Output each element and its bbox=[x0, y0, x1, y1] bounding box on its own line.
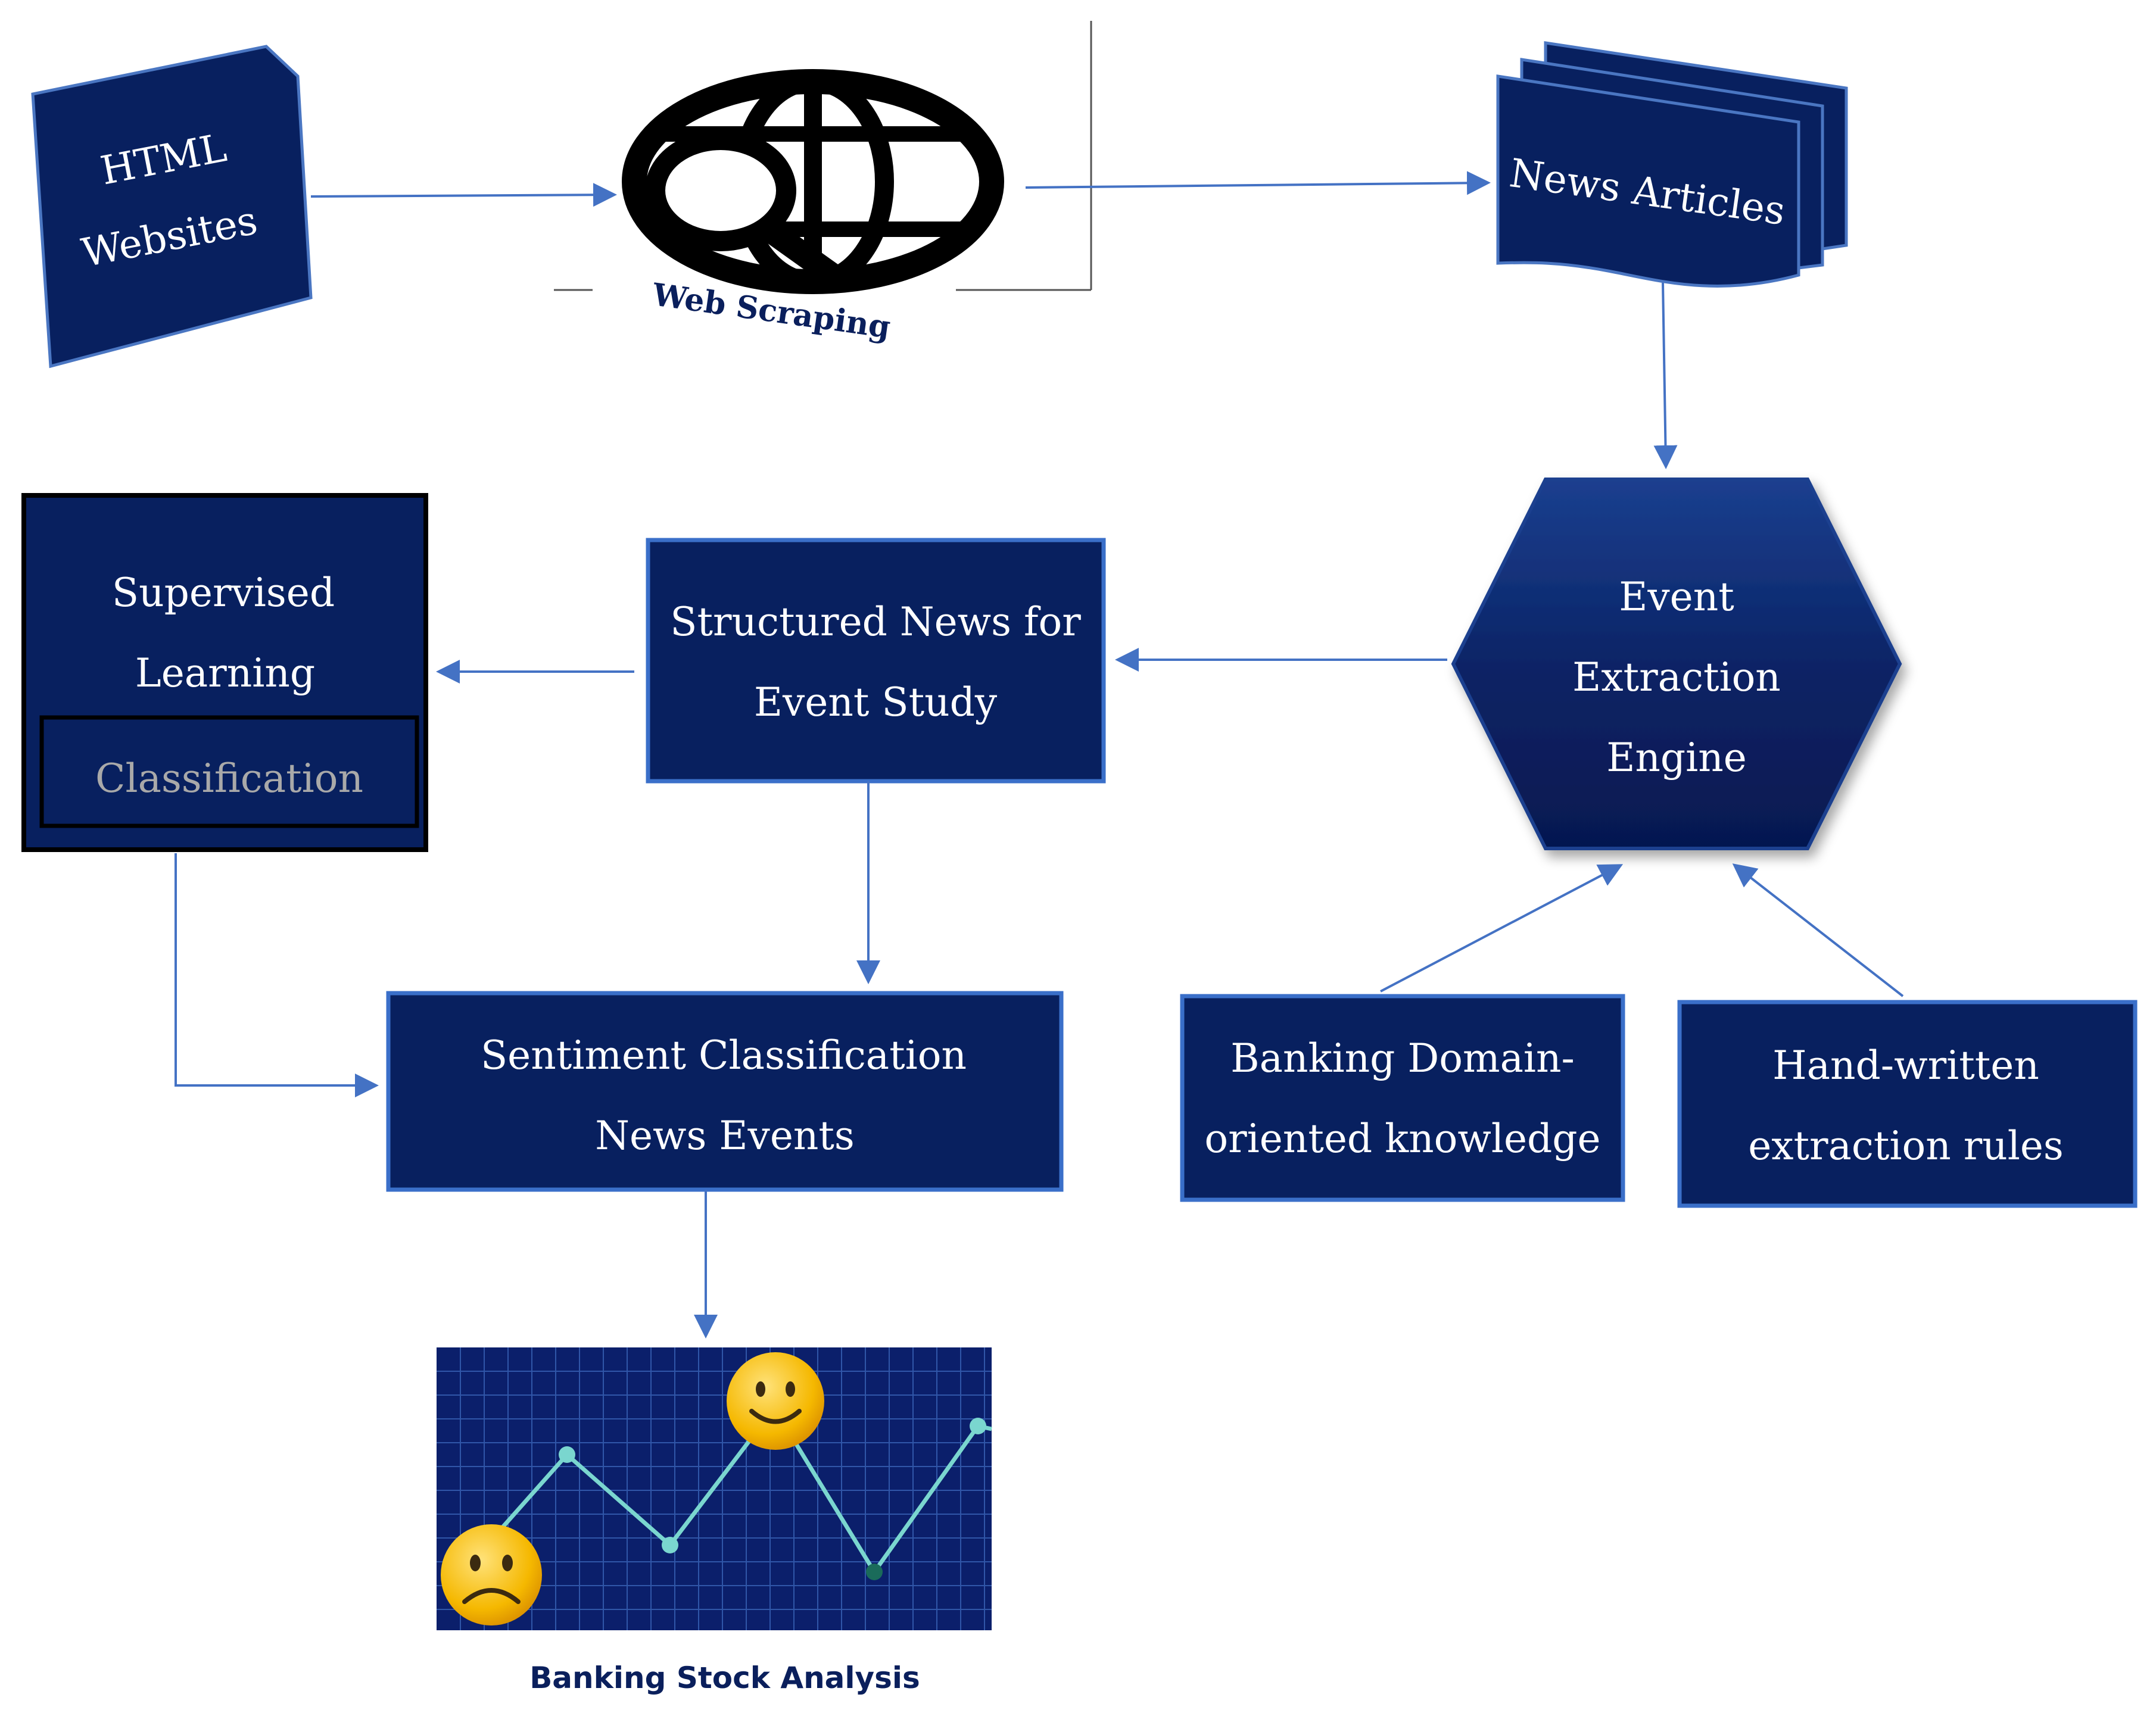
classification-label: Classification bbox=[95, 756, 363, 801]
hand-written-line1: Hand-written bbox=[1772, 1043, 2039, 1088]
sentiment-classification-box bbox=[386, 991, 1064, 1192]
hand-written-rules-box bbox=[1677, 1000, 2138, 1208]
event-engine-line1: Event bbox=[1619, 574, 1734, 620]
stock-point bbox=[559, 1446, 575, 1463]
arrow-domain-to-engine bbox=[1380, 864, 1624, 993]
event-extraction-engine-node: Event Extraction Engine bbox=[1451, 478, 1902, 850]
banking-stock-analysis-caption: Banking Stock Analysis bbox=[529, 1661, 920, 1695]
supervised-learning-line2: Learning bbox=[135, 650, 315, 696]
stock-point bbox=[662, 1537, 678, 1553]
web-scraping-node: Web Scraping bbox=[554, 21, 1092, 346]
structured-news-line2: Event Study bbox=[754, 679, 998, 725]
stock-point bbox=[970, 1418, 986, 1434]
banking-domain-line1: Banking Domain- bbox=[1230, 1035, 1575, 1081]
supervised-learning-node: Supervised Learning Classification bbox=[21, 493, 428, 852]
sentiment-classification-node: Sentiment Classification News Events bbox=[386, 991, 1064, 1192]
sad-face-icon bbox=[441, 1524, 542, 1625]
news-articles-shape bbox=[1496, 74, 1800, 288]
event-engine-hexagon bbox=[1451, 478, 1902, 850]
event-engine-line2: Extraction bbox=[1572, 654, 1781, 700]
arrow-supervised-to-sentiment bbox=[175, 853, 379, 1097]
banking-domain-line2: oriented knowledge bbox=[1204, 1116, 1600, 1162]
happy-face-icon bbox=[727, 1352, 824, 1450]
supervised-learning-line1: Supervised bbox=[112, 570, 335, 616]
sentiment-line2: News Events bbox=[595, 1113, 855, 1159]
hand-written-rules-node: Hand-written extraction rules bbox=[1677, 1000, 2138, 1208]
arrow-articles-to-engine bbox=[1653, 282, 1678, 469]
hand-written-line2: extraction rules bbox=[1748, 1123, 2064, 1169]
html-websites-node: HTML Websites bbox=[31, 45, 313, 369]
arrow-scraping-to-articles bbox=[1025, 171, 1491, 195]
classification-box bbox=[39, 715, 419, 828]
banking-domain-node: Banking Domain- oriented knowledge bbox=[1180, 994, 1625, 1202]
arrow-html-to-scraping bbox=[310, 183, 617, 207]
news-articles-node: News Articles bbox=[1496, 41, 1848, 288]
stock-point bbox=[866, 1564, 883, 1580]
banking-stock-analysis-node: Banking Stock Analysis bbox=[437, 1347, 992, 1695]
structured-news-node: Structured News for Event Study bbox=[646, 538, 1106, 784]
globe-search-icon bbox=[622, 69, 1004, 294]
structured-news-box bbox=[646, 538, 1106, 784]
structured-news-line1: Structured News for bbox=[670, 599, 1081, 645]
html-websites-shape bbox=[31, 45, 313, 369]
sentiment-line1: Sentiment Classification bbox=[481, 1032, 967, 1078]
banking-domain-box bbox=[1180, 994, 1625, 1202]
connectors bbox=[175, 171, 1904, 1339]
arrow-rules-to-engine bbox=[1732, 863, 1904, 997]
event-engine-line3: Engine bbox=[1606, 735, 1747, 781]
